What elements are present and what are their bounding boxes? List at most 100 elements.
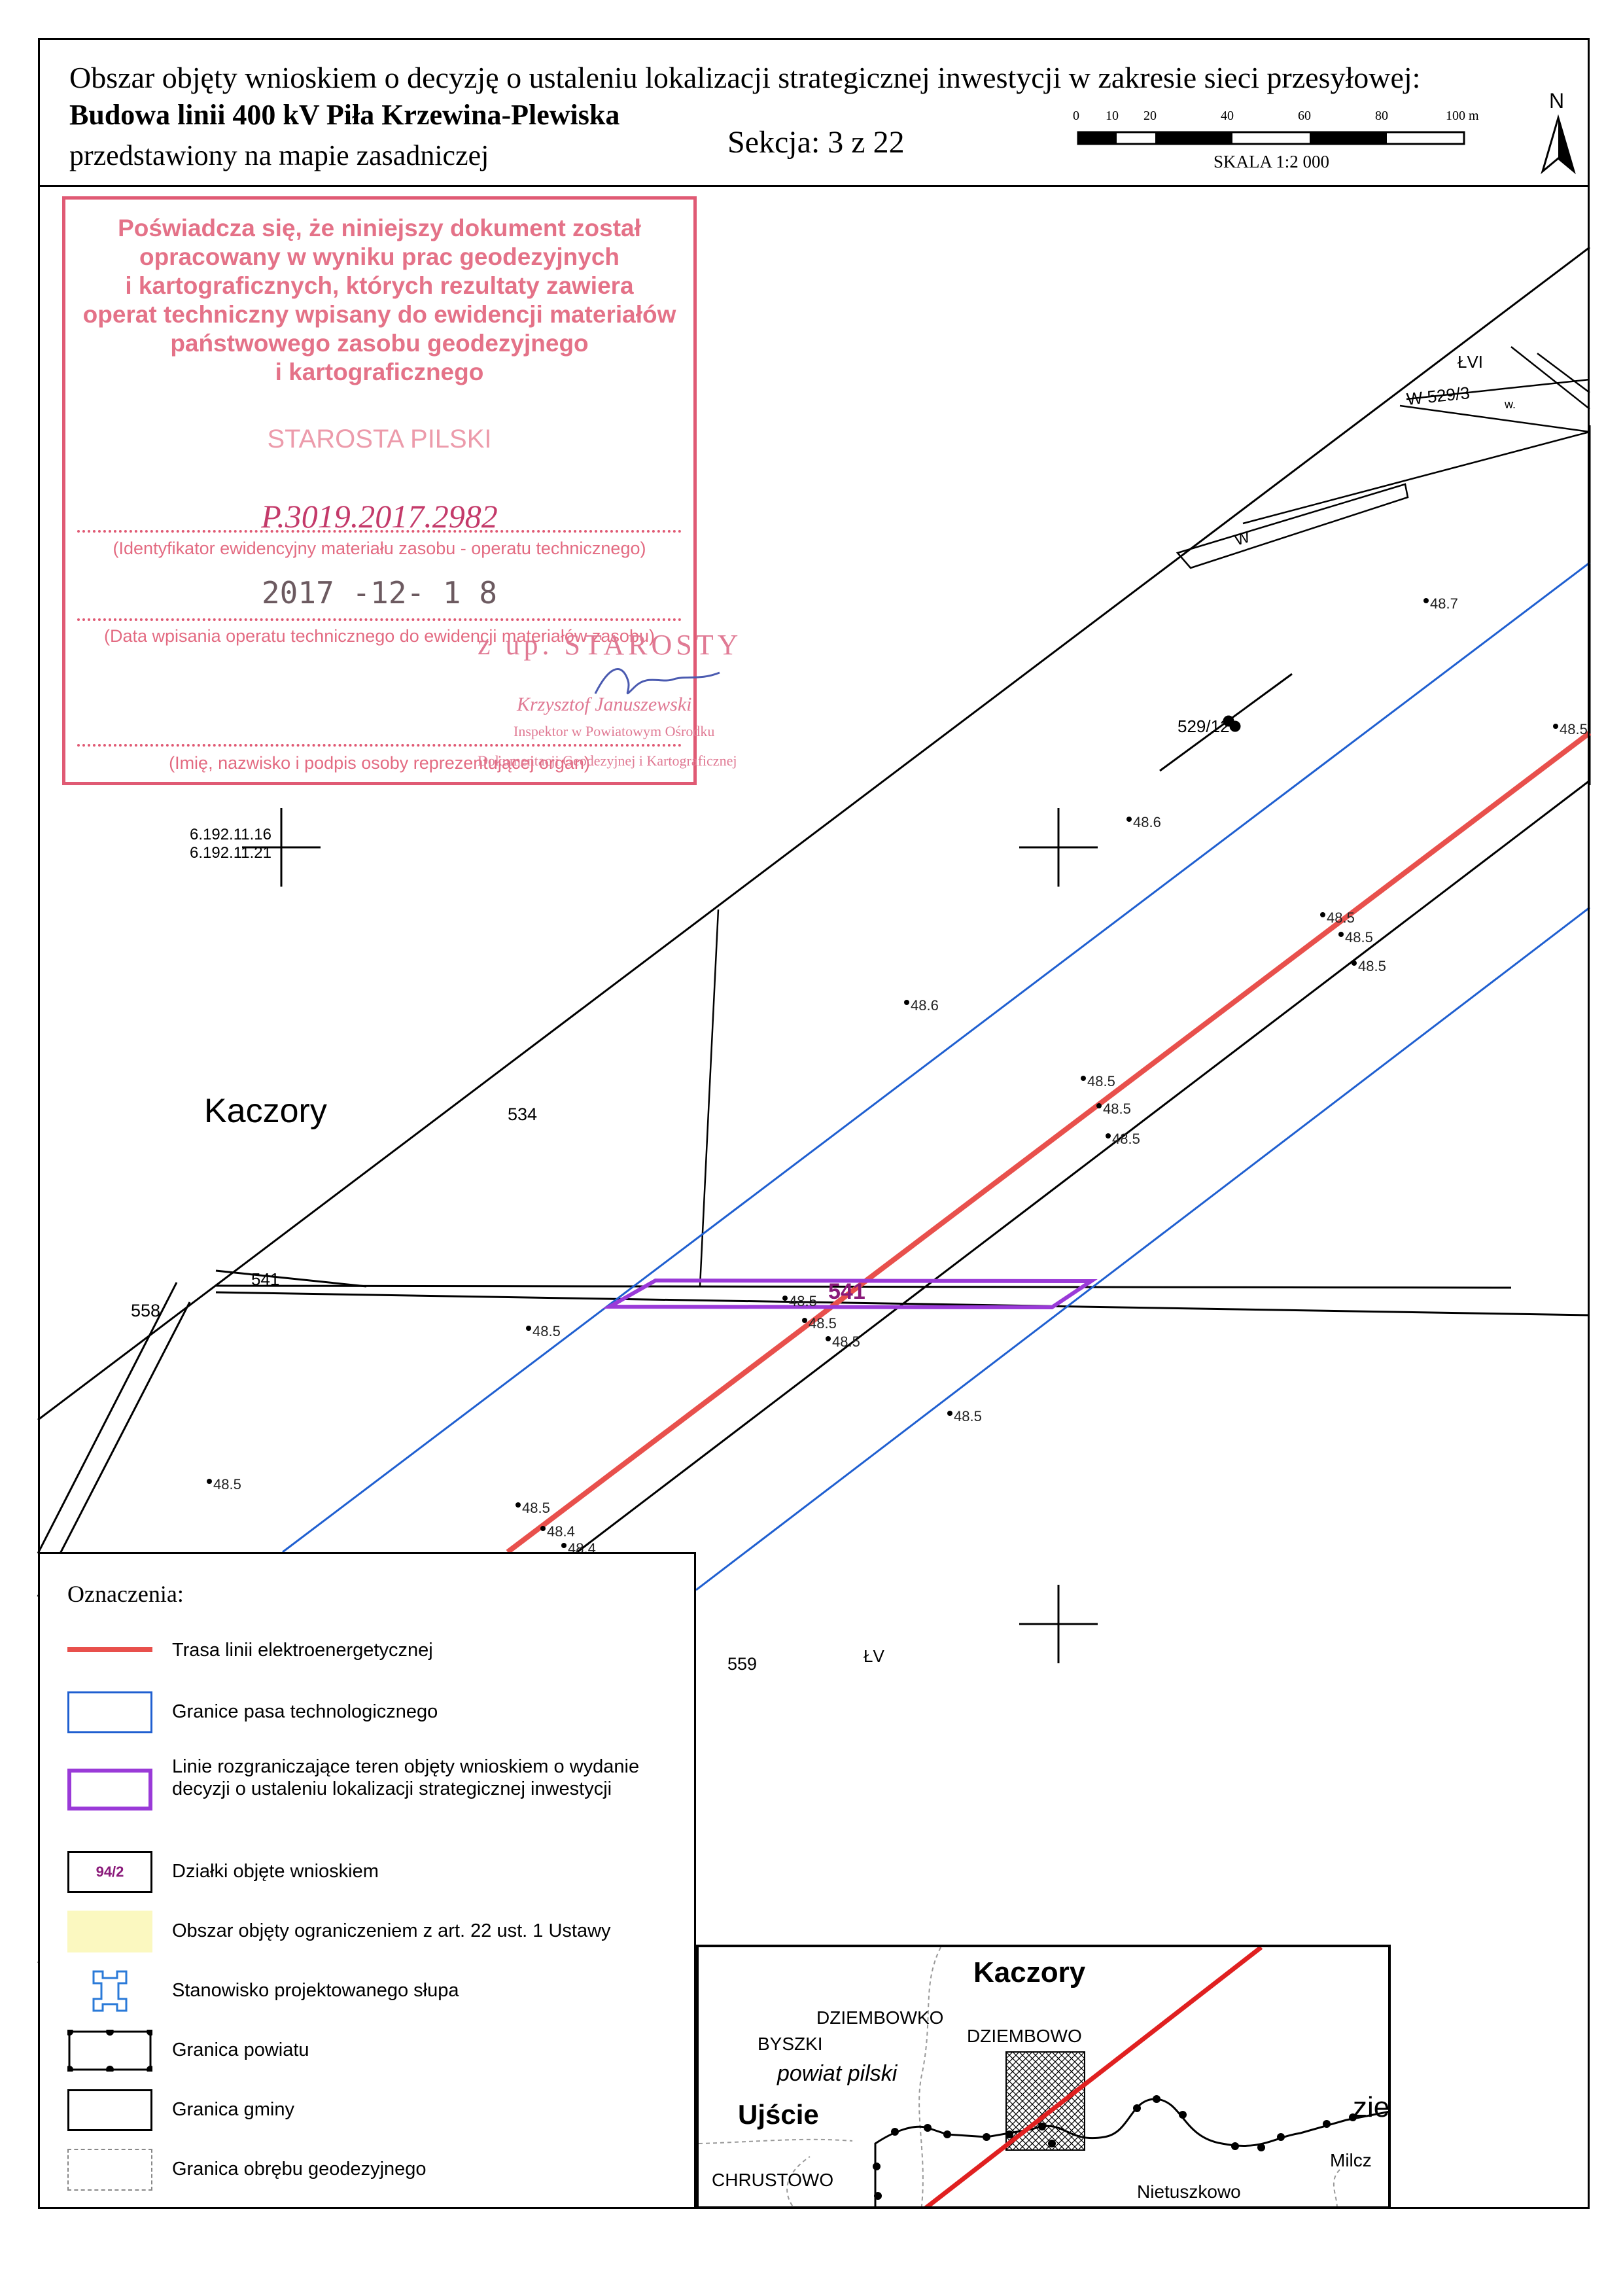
header-divider [38,185,1590,187]
north-arrow-shade [1558,118,1574,171]
requested-area-boundary [602,1278,1098,1310]
scale-bar-segment [1078,132,1117,144]
inset-town-ujscie: Ujście [738,2099,819,2130]
spot-height: 48.5 [789,1293,817,1309]
stamp-authority: STAROSTA PILSKI [267,425,492,453]
stamp-divider [77,618,682,621]
parcel-boundary-541-north [215,1284,1512,1289]
parcel-number: 558 [131,1301,161,1320]
ditch-polygon [1176,483,1409,569]
spot-height-dot [1338,932,1344,937]
legend-label: Granica powiatu [172,2040,309,2060]
official-role: Dokumentacji Geodezyjnej i Kartograficzn… [478,752,737,769]
spot-height-dot [526,1326,531,1331]
certification-stamp: Poświadcza się, że niniejszy dokument zo… [62,196,697,785]
map-subtitle: przedstawiony na mapie zasadniczej [69,139,489,171]
technology-strip-boundary-south [695,906,1590,1591]
watercourse-label: w. [1505,398,1516,411]
spot-height-dot [947,1411,952,1416]
legend-swatch-restricted-area [67,1911,152,1952]
spot-height: 48.6 [1133,814,1161,830]
stamp-line: opracowany w wyniku prac geodezyjnych [139,243,620,270]
canal-line-3 [1406,378,1590,400]
spot-height-dot [1423,598,1429,603]
grid-coordinate-label: 6.192.11.16 [190,826,272,843]
spot-height: 48.5 [1087,1073,1115,1089]
legend-item: Granica gminy [67,2089,689,2135]
inset-county-boundary [874,2098,1388,2206]
scale-tick-label: 100 m [1446,109,1479,123]
scale-tick-label: 80 [1375,109,1388,123]
spot-height: 48.5 [1560,721,1588,737]
north-label: N [1549,89,1565,113]
parcel-boundary-west-1 [37,1282,178,1554]
map-title: Obszar objęty wnioskiem o decyzję o usta… [69,61,1421,94]
spot-height: 48.5 [532,1323,561,1339]
scale-tick-label: 0 [1073,109,1079,123]
legend-item: Stanowisko projektowanego słupa [67,1970,689,2016]
legend-title: Oznaczenia: [67,1581,184,1607]
legend-label: Trasa linii elektroenergetycznej [172,1640,433,1661]
technology-strip-boundary-north [282,561,1590,1553]
inset-county-name: powiat pilski [777,2061,898,2086]
stamp-line: i kartograficznych, których rezultaty za… [125,272,634,299]
legend-label: Granice pasa technologicznego [172,1701,438,1722]
legend-label: Działki objęte wnioskiem [172,1861,379,1882]
spot-height: 48.5 [1358,958,1386,974]
legend-item: Obszar objęty ograniczeniem z art. 22 us… [67,1911,689,1956]
spot-height-dot [826,1336,831,1341]
spot-height: 48.4 [547,1523,575,1540]
legend-swatch-parcels: 94/2 [67,1851,152,1893]
inset-village-nietuszkowo: Nietuszkowo [1137,2181,1241,2202]
project-name: Budowa linii 400 kV Piła Krzewina-Plewis… [69,99,620,131]
official-role: Inspektor w Powiatowym Ośrodku [514,723,715,739]
inset-village-byszki: BYSZKI [758,2034,823,2054]
measurement-line [1159,673,1293,772]
spot-height: 48.5 [1327,910,1355,926]
county-boundary-icon [67,2030,152,2072]
signature-icon [594,668,720,695]
inset-village-chrustowo: CHRUSTOWO [712,2170,834,2190]
legend-label: Granica gminy [172,2099,294,2120]
canal-line-5 [1537,353,1590,393]
grid-crosses [242,808,1098,1663]
spot-height-dot [540,1526,546,1531]
legend-item: Granice pasa technologicznego [67,1691,689,1737]
inset-village-milcz: Milcz [1330,2150,1372,2170]
spot-height: 48.5 [213,1476,241,1492]
power-line-route [506,730,1592,1555]
measurement-point [1229,720,1241,732]
stamp-date: 2017 -12- 1 8 [261,575,498,610]
legend-swatch-commune-boundary [67,2089,152,2131]
inset-power-line [924,1947,1263,2206]
legend-swatch-technology-strip [67,1691,152,1733]
scale-tick-label: 20 [1143,109,1157,123]
spot-height: 48.5 [809,1315,837,1332]
section-number: Sekcja: 3 z 22 [727,125,905,160]
land-class-label: ŁV [864,1646,884,1666]
land-class-label: ŁVI [1457,352,1484,372]
spot-height-dot [1553,724,1558,729]
legend-item: 94/2 Działki objęte wnioskiem [67,1851,689,1897]
parcel-boundary-541-south [215,1291,1590,1316]
canal-line-2 [1399,404,1590,433]
stamp-line: Poświadcza się, że niniejszy dokument zo… [118,215,641,241]
scale-bar-segment [1310,132,1387,144]
legend-item: Granica powiatu [67,2030,689,2075]
spot-height: 48.5 [832,1333,860,1350]
pylon-icon [92,1970,128,2012]
village-name: Kaczory [204,1092,327,1130]
stamp-date-caption: (Data wpisania operatu technicznego do e… [104,626,655,646]
parcel-number: 541 [251,1269,280,1289]
spot-height-dot [1096,1103,1102,1108]
official-name: Krzysztof Januszewski [517,694,692,715]
scale-bar [1077,131,1465,145]
legend-swatch-power-line [67,1647,152,1652]
stamp-line: państwowego zasobu geodezyjnego [170,330,589,357]
spot-height-dot [515,1502,521,1508]
spot-height: 48.5 [1345,929,1373,945]
parcel-number: 559 [727,1654,758,1674]
spot-height: 48.7 [1430,595,1458,612]
scale-tick-label: 60 [1298,109,1311,123]
parcel-number: 534 [508,1104,538,1124]
